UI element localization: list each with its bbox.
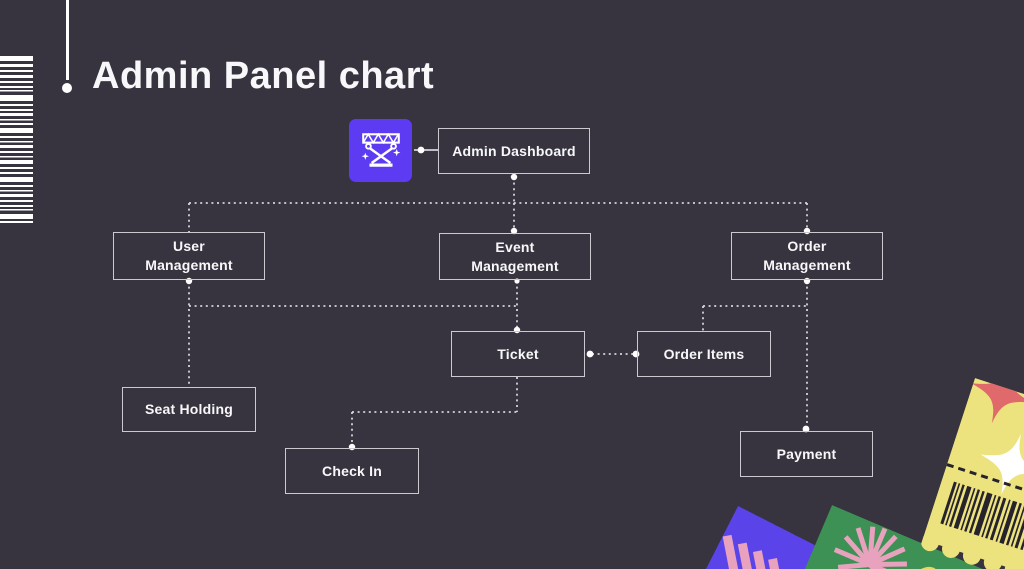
coral-sparkle-decoration [971, 378, 1024, 424]
ticket-decoration-yellow [921, 378, 1024, 569]
node-event-management[interactable]: Event Management [439, 233, 591, 280]
white-sparkle-decoration [980, 433, 1024, 495]
node-user-management[interactable]: User Management [113, 232, 265, 280]
node-admin-dashboard[interactable]: Admin Dashboard [438, 128, 590, 174]
stage-truss-icon [349, 119, 412, 182]
junction-dots [185, 146, 811, 451]
node-ticket[interactable]: Ticket [451, 331, 585, 377]
barcode-decoration [0, 56, 33, 223]
page-title: Admin Panel chart [92, 55, 435, 97]
accent-vertical-line [66, 0, 69, 80]
node-order-management[interactable]: Order Management [731, 232, 883, 280]
accent-dot [62, 83, 72, 93]
node-order-items[interactable]: Order Items [637, 331, 771, 377]
node-seat-holding[interactable]: Seat Holding [122, 387, 256, 432]
node-check-in[interactable]: Check In [285, 448, 419, 494]
node-payment[interactable]: Payment [740, 431, 873, 477]
ticket-barcode-decoration [940, 481, 1024, 551]
